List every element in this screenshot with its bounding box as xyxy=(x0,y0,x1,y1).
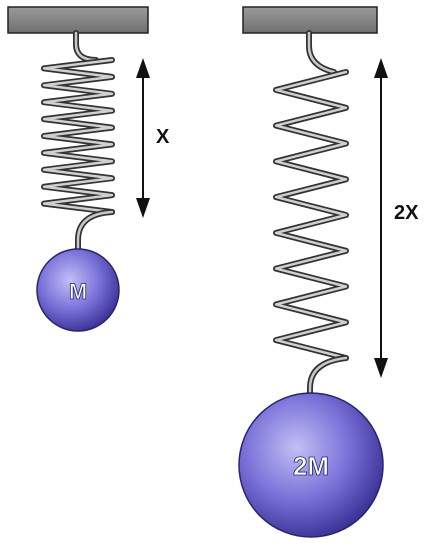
left-displacement-arrow xyxy=(136,58,150,218)
right-spring-top-hook-highlight xyxy=(307,31,336,74)
right-displacement-label: 2X xyxy=(394,202,419,224)
right-mass-ball xyxy=(238,392,384,538)
left-spring-system: X M xyxy=(7,6,170,332)
left-spring-bottom-hook xyxy=(75,209,115,255)
left-ceiling xyxy=(7,6,149,34)
right-spring-coil-highlight xyxy=(274,70,348,360)
right-displacement-arrow xyxy=(374,58,388,378)
right-ceiling xyxy=(242,6,378,34)
left-mass-ball xyxy=(36,248,120,332)
right-spring-bottom-hook-highlight xyxy=(308,356,348,400)
left-mass-label: M xyxy=(69,279,87,304)
right-spring-system: 2X 2M xyxy=(238,6,419,538)
right-spring-coil xyxy=(273,69,349,361)
right-mass-label: 2M xyxy=(293,451,329,481)
left-displacement-label: X xyxy=(156,126,170,148)
right-spring-bottom-hook xyxy=(307,355,349,401)
left-spring-coil-highlight xyxy=(42,58,114,214)
left-spring-bottom-hook-highlight xyxy=(76,210,114,254)
